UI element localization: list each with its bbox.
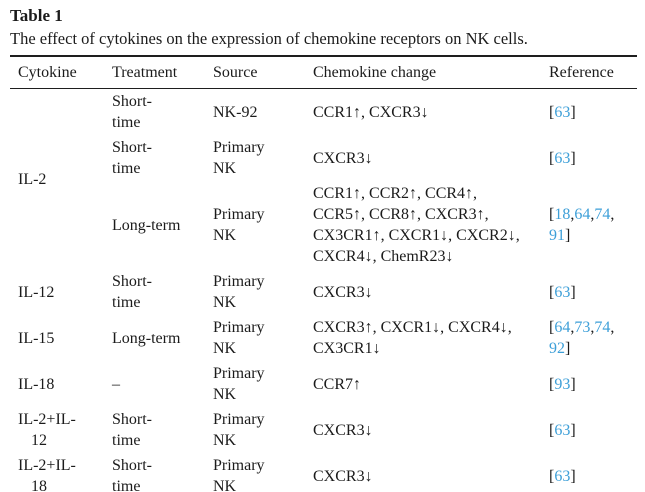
reference-bracket: ,	[570, 206, 575, 223]
column-header-chemokine-change: Chemokine change	[313, 64, 437, 81]
reference-bracket: ]	[570, 149, 576, 167]
cell-reference: [63]	[541, 453, 637, 492]
citation-link[interactable]: 92	[549, 340, 565, 357]
citation-link[interactable]: 63	[554, 149, 571, 167]
citation-link[interactable]: 64	[554, 319, 571, 336]
cell-cytokine: IL-2	[18, 170, 47, 188]
cell-treatment: Short- time	[112, 273, 152, 311]
citation-link[interactable]: 64	[574, 206, 591, 223]
reference-bracket: [	[549, 319, 555, 336]
cell-source: Primary NK	[213, 273, 265, 311]
reference-bracket: [	[549, 283, 555, 301]
reference-bracket: [	[549, 467, 555, 485]
table-row: Short- time Primary NK CXCR3↓ [63]	[10, 135, 637, 181]
reference-bracket: ]	[570, 375, 576, 393]
cell-reference: [93]	[541, 361, 637, 407]
table-caption: The effect of cytokines on the expressio…	[10, 29, 528, 48]
citation-link[interactable]: 91	[549, 227, 565, 244]
citation-link[interactable]: 63	[554, 421, 571, 439]
cell-treatment: Short- time	[112, 457, 152, 492]
cell-source: NK-92	[213, 103, 258, 121]
cell-source: Primary NK	[213, 206, 265, 244]
cell-chemokine-change: CCR7↑	[313, 375, 362, 393]
reference-bracket: [	[549, 103, 555, 121]
cell-reference: [18,64,74, 91]	[541, 181, 637, 269]
cell-chemokine-change: CXCR3↓	[313, 421, 373, 439]
cell-chemokine-change: CXCR3↓	[313, 467, 373, 485]
cell-cytokine: IL-15	[18, 329, 55, 347]
reference-bracket: ]	[570, 467, 576, 485]
table-row: Long-term Primary NK CCR1↑, CCR2↑, CCR4↑…	[10, 181, 637, 269]
citation-link[interactable]: 74	[594, 319, 611, 336]
cell-chemokine-change: CXCR3↑, CXCR1↓, CXCR4↓, CX3CR1↓	[313, 319, 512, 357]
column-header-source: Source	[213, 64, 258, 81]
cell-source: Primary NK	[213, 411, 265, 449]
cell-reference: [63]	[541, 269, 637, 315]
reference-bracket: ]	[565, 340, 571, 357]
citation-link[interactable]: 63	[554, 283, 571, 301]
reference-bracket: ,	[610, 319, 615, 336]
reference-bracket: ]	[570, 421, 576, 439]
table-title: Table 1	[10, 6, 63, 25]
cell-chemokine-change: CXCR3↓	[313, 149, 373, 167]
table-row: IL-18 – Primary NK CCR7↑ [93]	[10, 361, 637, 407]
cell-reference: [64,73,74, 92]	[541, 315, 637, 361]
cell-source: Primary NK	[213, 457, 265, 492]
reference-bracket: ,	[590, 206, 595, 223]
cell-treatment: Long-term	[112, 329, 181, 347]
reference-bracket: [	[549, 206, 555, 223]
column-header-treatment: Treatment	[112, 64, 178, 81]
citation-link[interactable]: 74	[594, 206, 611, 223]
table-row: IL-15 Long-term Primary NK CXCR3↑, CXCR1…	[10, 315, 637, 361]
cell-reference: [63]	[541, 407, 637, 453]
cell-treatment: Short- time	[112, 411, 152, 449]
table-row: IL-2+IL- 12 Short- time Primary NK CXCR3…	[10, 407, 637, 453]
table-row: IL-12 Short- time Primary NK CXCR3↓ [63]	[10, 269, 637, 315]
table-row: IL-2 Short- time NK-92 CCR1↑, CXCR3↓ [63…	[10, 89, 637, 188]
reference-bracket: ,	[610, 206, 615, 223]
reference-bracket: ]	[570, 103, 576, 121]
reference-bracket: [	[549, 421, 555, 439]
cell-cytokine: IL-12	[18, 283, 55, 301]
citation-link[interactable]: 63	[554, 467, 571, 485]
reference-bracket: [	[549, 375, 555, 393]
table-row: IL-2+IL- 18 Short- time Primary NK CXCR3…	[10, 453, 637, 492]
cell-treatment: Short- time	[112, 93, 152, 131]
cell-treatment: Long-term	[112, 216, 181, 234]
cell-cytokine: IL-18	[18, 375, 55, 393]
cell-treatment: Short- time	[112, 139, 152, 177]
reference-bracket: [	[549, 149, 555, 167]
cell-source: Primary NK	[213, 319, 265, 357]
cell-treatment: –	[112, 375, 120, 393]
cell-source: Primary NK	[213, 139, 265, 177]
cytokine-chemokine-table: Cytokine Treatment Source Chemokine chan…	[10, 55, 637, 492]
cell-reference: [63]	[541, 89, 637, 136]
cell-chemokine-change: CXCR3↓	[313, 283, 373, 301]
citation-link[interactable]: 63	[554, 103, 571, 121]
cell-source: Primary NK	[213, 365, 265, 403]
citation-link[interactable]: 18	[554, 206, 571, 223]
reference-bracket: ,	[590, 319, 595, 336]
cell-chemokine-change: CCR1↑, CCR2↑, CCR4↑, CCR5↑, CCR8↑, CXCR3…	[313, 185, 520, 265]
citation-link[interactable]: 73	[574, 319, 591, 336]
cell-chemokine-change: CCR1↑, CXCR3↓	[313, 103, 429, 121]
citation-link[interactable]: 93	[554, 375, 571, 393]
cell-reference: [63]	[541, 135, 637, 181]
cell-cytokine: IL-2+IL- 18	[18, 457, 76, 492]
cell-cytokine: IL-2+IL- 12	[18, 411, 76, 449]
column-header-cytokine: Cytokine	[18, 64, 77, 81]
reference-bracket: ]	[570, 283, 576, 301]
reference-bracket: ,	[570, 319, 575, 336]
header-row: Cytokine Treatment Source Chemokine chan…	[10, 56, 637, 89]
column-header-reference: Reference	[549, 64, 614, 81]
reference-bracket: ]	[565, 227, 571, 244]
